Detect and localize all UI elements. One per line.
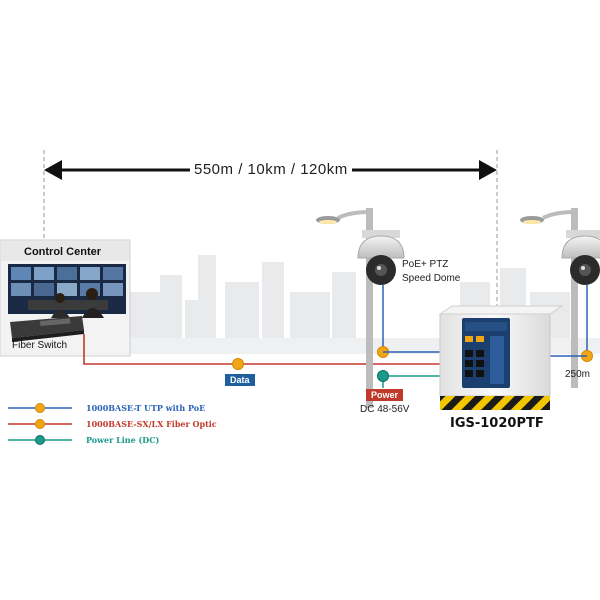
camera-label-line1: PoE+ PTZ (402, 259, 449, 270)
operators (28, 288, 108, 318)
fiber-optic-line (83, 334, 472, 365)
legend-fiber-label: 1000BASE-SX/LX Fiber Optic (86, 419, 217, 429)
legend-fiber-line (8, 419, 72, 429)
control-center (0, 239, 131, 357)
distance-label: 550m / 10km / 120km (190, 161, 352, 178)
legend-poe-line (8, 403, 72, 413)
ptz-camera-1 (357, 230, 405, 285)
industrial-switch (462, 318, 510, 388)
data-tag: Data (225, 374, 255, 386)
fiber-switch-label: Fiber Switch (12, 340, 68, 351)
camera-label: PoE+ PTZ Speed Dome (402, 258, 460, 286)
camera-label-line2: Speed Dome (402, 273, 461, 284)
sfp-marker (232, 358, 244, 370)
power-tag: Power (366, 389, 404, 401)
street-lamp-1 (316, 208, 373, 408)
fiber-switch-device (10, 316, 84, 342)
legend-poe-label: 1000BASE-T UTP with PoE (86, 403, 206, 413)
remote-distance-label: 250m (565, 369, 591, 380)
legend-power-line (8, 435, 72, 445)
device-model-label: IGS-1020PTF (450, 416, 544, 431)
street-lamp-2 (520, 208, 578, 388)
dc-marker (377, 370, 389, 382)
ptz-camera-2 (561, 230, 600, 285)
control-center-title: Control Center (24, 246, 101, 258)
power-input-label: DC 48-56V (360, 404, 410, 415)
legend-power-label: Power Line (DC) (86, 435, 160, 445)
